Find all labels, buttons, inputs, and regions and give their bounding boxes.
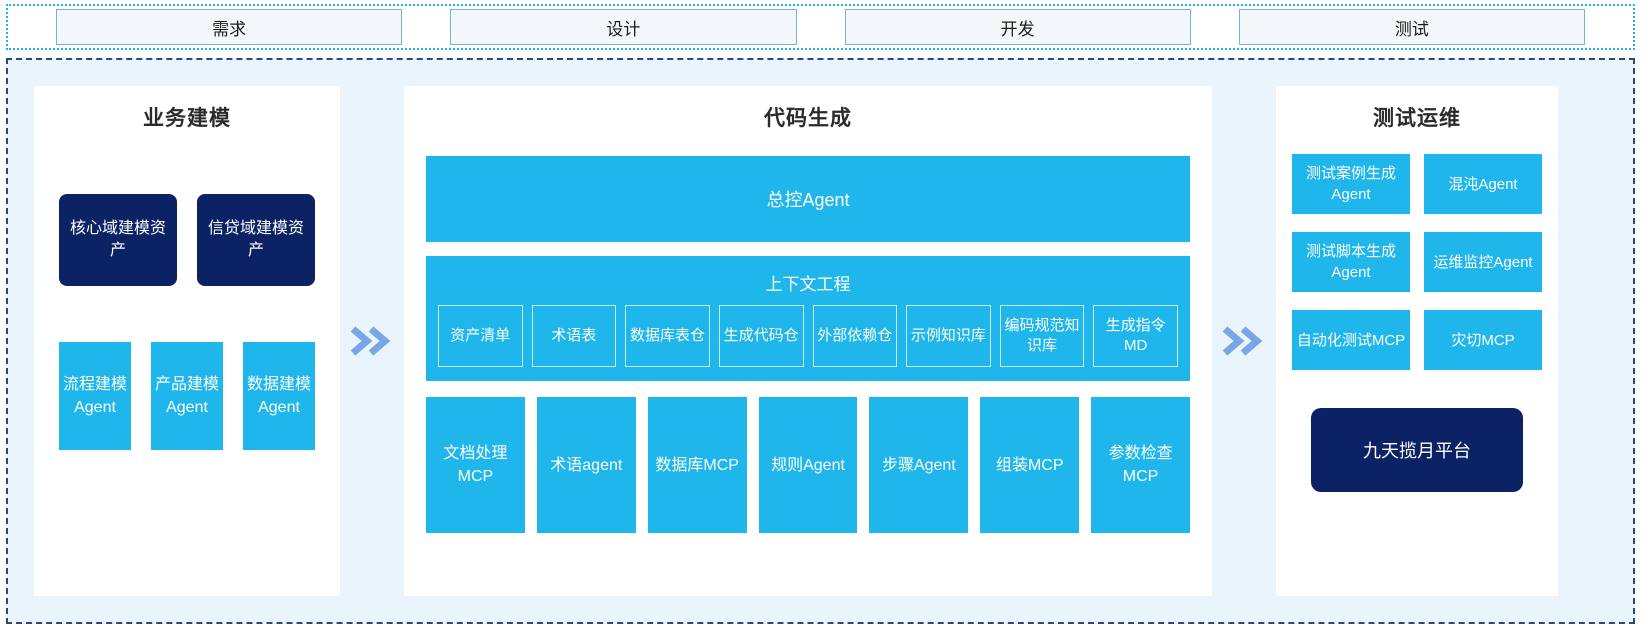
platform-box-jiutian-lanyue[interactable]: 九天揽月平台 bbox=[1311, 408, 1523, 492]
tool-label: 术语agent bbox=[550, 456, 623, 474]
tool-box-step-agent[interactable]: 步骤Agent bbox=[869, 397, 969, 533]
tool-label: 规则Agent bbox=[771, 456, 845, 474]
panel-test-operations: 测试运维 测试案例生成Agent 混沌Agent 测试脚本生成Agent 运维监… bbox=[1276, 86, 1558, 596]
phase-box-testing[interactable]: 测试 bbox=[1238, 9, 1585, 45]
phase-strip: 需求 设计 开发 测试 bbox=[6, 4, 1635, 50]
master-agent-bar[interactable]: 总控Agent bbox=[426, 156, 1190, 242]
agent-label: 产品建模Agent bbox=[154, 376, 219, 416]
context-item-coding-standard-knowledge-base[interactable]: 编码规范知识库 bbox=[999, 305, 1085, 367]
context-item-generated-code-repo[interactable]: 生成代码仓 bbox=[718, 305, 804, 367]
tool-label: 步骤Agent bbox=[881, 456, 956, 474]
tool-box-rule-agent[interactable]: 规则Agent bbox=[758, 397, 858, 533]
tool-row: 文档处理MCP 术语agent 数据库MCP 规则Agent 步骤Agent 组… bbox=[426, 397, 1191, 533]
context-engineering-title: 上下文工程 bbox=[765, 275, 851, 294]
tool-label: 文档处理MCP bbox=[443, 445, 508, 485]
phase-label: 设计 bbox=[606, 19, 641, 39]
agent-box-data-modeling[interactable]: 数据建模Agent bbox=[243, 342, 315, 450]
tool-box-assembly-mcp[interactable]: 组装MCP bbox=[980, 397, 1080, 533]
agent-label: 流程建模Agent bbox=[62, 376, 127, 416]
agent-box-process-modeling[interactable]: 流程建模Agent bbox=[59, 342, 131, 450]
asset-box-core-domain[interactable]: 核心域建模资产 bbox=[59, 194, 177, 286]
tool-box-document-processing-mcp[interactable]: 文档处理MCP bbox=[426, 397, 525, 533]
phase-box-development[interactable]: 开发 bbox=[844, 9, 1191, 45]
asset-box-credit-domain[interactable]: 信贷域建模资产 bbox=[197, 194, 315, 286]
ops-box-automated-test-mcp[interactable]: 自动化测试MCP bbox=[1292, 310, 1410, 370]
ops-label: 自动化测试MCP bbox=[1296, 331, 1406, 349]
architecture-diagram-frame: 业务建模 核心域建模资产 信贷域建模资产 流程建模Agent 产品建模Agent… bbox=[6, 58, 1635, 624]
context-item-label: 生成代码仓 bbox=[723, 327, 799, 344]
panel-code-generation: 代码生成 总控Agent 上下文工程 资产清单 术语表 数据库表仓 bbox=[404, 86, 1212, 596]
context-item-external-dependency-repo[interactable]: 外部依赖仓 bbox=[812, 305, 898, 367]
ops-box-test-case-generation-agent[interactable]: 测试案例生成Agent bbox=[1292, 154, 1410, 214]
ops-box-operations-monitoring-agent[interactable]: 运维监控Agent bbox=[1424, 232, 1542, 292]
ops-label: 灾切MCP bbox=[1451, 331, 1515, 349]
chevron-right-icon bbox=[1212, 60, 1276, 622]
ops-label: 测试案例生成Agent bbox=[1305, 165, 1396, 203]
modeling-agent-row: 流程建模Agent 产品建模Agent 数据建模Agent bbox=[34, 342, 340, 450]
ops-label: 混沌Agent bbox=[1448, 175, 1518, 193]
panel-title: 代码生成 bbox=[764, 107, 852, 130]
context-item-generation-instruction-md[interactable]: 生成指令MD bbox=[1093, 305, 1178, 367]
tool-box-database-mcp[interactable]: 数据库MCP bbox=[647, 397, 747, 533]
tool-box-glossary-agent[interactable]: 术语agent bbox=[536, 397, 636, 533]
asset-row: 核心域建模资产 信贷域建模资产 bbox=[34, 194, 340, 286]
context-item-glossary[interactable]: 术语表 bbox=[531, 305, 617, 367]
chevron-right-icon bbox=[340, 60, 404, 622]
asset-label: 信贷域建模资产 bbox=[207, 220, 304, 259]
phase-label: 开发 bbox=[1000, 19, 1035, 39]
context-item-label: 编码规范知识库 bbox=[1004, 317, 1080, 354]
context-item-label: 示例知识库 bbox=[910, 327, 986, 344]
panel-title: 测试运维 bbox=[1373, 107, 1461, 130]
tool-label: 组装MCP bbox=[995, 456, 1064, 474]
context-item-label: 生成指令MD bbox=[1105, 317, 1166, 354]
ops-label: 测试脚本生成Agent bbox=[1305, 243, 1396, 281]
ops-box-disaster-switch-mcp[interactable]: 灾切MCP bbox=[1424, 310, 1542, 370]
context-item-db-table-repo[interactable]: 数据库表仓 bbox=[625, 305, 710, 367]
panel-business-modeling: 业务建模 核心域建模资产 信贷域建模资产 流程建模Agent 产品建模Agent… bbox=[34, 86, 340, 596]
platform-label: 九天揽月平台 bbox=[1363, 441, 1471, 461]
context-item-asset-inventory[interactable]: 资产清单 bbox=[438, 305, 523, 367]
panel-title: 业务建模 bbox=[143, 107, 231, 130]
context-item-example-knowledge-base[interactable]: 示例知识库 bbox=[906, 305, 991, 367]
ops-label: 运维监控Agent bbox=[1433, 253, 1533, 271]
ops-box-chaos-agent[interactable]: 混沌Agent bbox=[1424, 154, 1542, 214]
ops-grid: 测试案例生成Agent 混沌Agent 测试脚本生成Agent 运维监控Agen… bbox=[1292, 154, 1542, 370]
tool-label: 参数检查MCP bbox=[1108, 445, 1173, 485]
ops-box-test-script-generation-agent[interactable]: 测试脚本生成Agent bbox=[1292, 232, 1410, 292]
phase-box-requirements[interactable]: 需求 bbox=[56, 9, 403, 45]
context-engineering-block: 上下文工程 资产清单 术语表 数据库表仓 生成代码仓 外部依赖仓 bbox=[426, 256, 1190, 381]
phase-box-design[interactable]: 设计 bbox=[450, 9, 797, 45]
context-item-label: 资产清单 bbox=[450, 327, 511, 344]
tool-box-parameter-check-mcp[interactable]: 参数检查MCP bbox=[1091, 397, 1191, 533]
agent-box-product-modeling[interactable]: 产品建模Agent bbox=[151, 342, 223, 450]
context-item-label: 术语表 bbox=[551, 327, 597, 344]
phase-label: 测试 bbox=[1394, 19, 1429, 39]
master-agent-label: 总控Agent bbox=[766, 190, 850, 210]
context-item-label: 外部依赖仓 bbox=[817, 327, 893, 344]
agent-label: 数据建模Agent bbox=[246, 376, 311, 416]
asset-label: 核心域建模资产 bbox=[69, 220, 166, 259]
phase-label: 需求 bbox=[212, 19, 247, 39]
tool-label: 数据库MCP bbox=[655, 456, 739, 474]
context-item-label: 数据库表仓 bbox=[630, 327, 706, 344]
context-item-list: 资产清单 术语表 数据库表仓 生成代码仓 外部依赖仓 示例知 bbox=[438, 305, 1178, 367]
